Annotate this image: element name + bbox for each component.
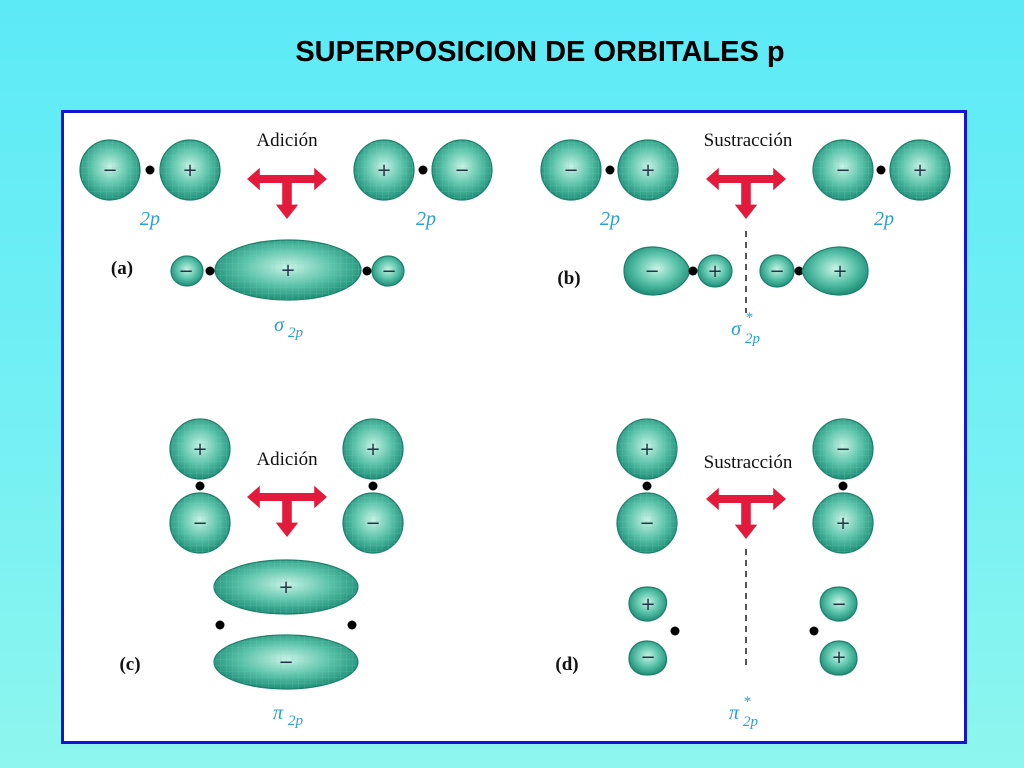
nucleus-dot — [195, 481, 205, 491]
antibonding-lobe — [819, 640, 858, 676]
nucleus-dot — [838, 481, 848, 491]
lobe-sign: − — [278, 652, 293, 673]
panel-label-d: (d) — [555, 654, 578, 675]
orbital-lobe — [170, 255, 204, 287]
nucleus-dot — [418, 165, 428, 175]
antibonding-lobe — [801, 246, 869, 296]
lobe-sign: − — [178, 261, 193, 282]
lobe-sign: + — [707, 261, 722, 282]
slide-title: SUPERPOSICION DE ORBITALES p — [295, 36, 785, 68]
orbital-lobe — [697, 254, 733, 288]
pi-star-symbol: π — [729, 702, 740, 724]
lobe-sign: − — [835, 439, 850, 460]
panel-c-pi-bonding: + − Adición + − + − (c) π 2p — [119, 418, 404, 729]
lobe-sign: − — [563, 160, 578, 181]
subtraction-arrow — [706, 487, 786, 539]
sigma-star-symbol: σ — [731, 318, 742, 340]
nucleus-dot — [347, 620, 357, 630]
addition-arrow — [247, 485, 327, 537]
nucleus-dot — [145, 165, 155, 175]
panel-label-c: (c) — [119, 654, 140, 675]
sigma-subscript: 2p — [288, 325, 304, 341]
lobe-sign: − — [644, 261, 659, 282]
nucleus-dot — [368, 481, 378, 491]
lobe-sign: + — [832, 261, 847, 282]
sigma-symbol: σ — [274, 314, 285, 336]
pi-star-subscript: 2p — [743, 714, 759, 730]
lobe-sign: − — [192, 513, 207, 534]
diagram-panel: .lobe { fill:url(#lobeGrad); stroke:#1c7… — [61, 110, 967, 744]
nucleus-dot — [605, 165, 615, 175]
lobe-sign: + — [831, 647, 846, 668]
panel-label-b: (b) — [557, 268, 580, 289]
nucleus-dot — [794, 266, 804, 276]
lobe-sign: − — [381, 261, 396, 282]
lobe-sign: − — [365, 513, 380, 534]
orbital-label-2p: 2p — [874, 208, 894, 230]
pi-symbol: π — [273, 702, 284, 724]
lobe-sign: − — [639, 513, 654, 534]
lobe-sign: − — [769, 261, 784, 282]
lobe-sign: + — [182, 160, 197, 181]
lobe-sign: − — [454, 160, 469, 181]
lobe-sign: + — [912, 160, 927, 181]
lobe-sign: − — [102, 160, 117, 181]
sigma-star-subscript: 2p — [745, 331, 761, 347]
addition-label: Adición — [256, 130, 318, 151]
lobe-sign: + — [376, 160, 391, 181]
nucleus-dot — [809, 626, 819, 636]
lobe-sign: + — [278, 577, 293, 598]
lobe-sign: − — [835, 160, 850, 181]
orbital-lobe — [371, 255, 405, 287]
lobe-sign: + — [640, 160, 655, 181]
sigma-star-mark: * — [745, 310, 753, 326]
nucleus-dot — [670, 626, 680, 636]
subtraction-arrow — [706, 167, 786, 219]
panel-a-sigma-bonding: − + 2p Adición + − 2p (a) − + − σ 2p — [79, 130, 493, 341]
pi-subscript: 2p — [288, 713, 304, 729]
orbital-label-2p: 2p — [600, 208, 620, 230]
lobe-sign: + — [365, 439, 380, 460]
nucleus-dot — [876, 165, 886, 175]
lobe-sign: + — [835, 513, 850, 534]
subtraction-label: Sustracción — [704, 452, 793, 473]
lobe-sign: + — [639, 439, 654, 460]
lobe-sign: + — [280, 260, 295, 281]
antibonding-lobe — [623, 246, 691, 296]
addition-label: Adición — [256, 449, 318, 470]
orbital-label-2p: 2p — [416, 208, 436, 230]
panel-label-a: (a) — [111, 258, 133, 279]
orbital-lobe — [759, 254, 795, 288]
antibonding-lobe — [628, 640, 668, 676]
orbital-overlap-diagram: .lobe { fill:url(#lobeGrad); stroke:#1c7… — [79, 130, 951, 730]
orbital-label-2p: 2p — [140, 208, 160, 230]
nucleus-dot — [215, 620, 225, 630]
panel-b-sigma-antibonding: − + 2p Sustracción − + 2p (b) − + − + σ … — [540, 130, 951, 347]
pi-star-mark: * — [743, 694, 751, 710]
nucleus-dot — [205, 266, 215, 276]
lobe-sign: + — [192, 439, 207, 460]
lobe-sign: + — [640, 594, 655, 615]
antibonding-lobe — [628, 586, 668, 622]
nucleus-dot — [688, 266, 698, 276]
nucleus-dot — [642, 481, 652, 491]
nucleus-dot — [362, 266, 372, 276]
addition-arrow — [247, 167, 327, 219]
lobe-sign: − — [640, 647, 655, 668]
subtraction-label: Sustracción — [704, 130, 793, 151]
antibonding-lobe — [819, 586, 858, 622]
lobe-sign: − — [831, 594, 846, 615]
panel-d-pi-antibonding: + − Sustracción − + + − − + (d) π * 2p — [555, 418, 874, 730]
